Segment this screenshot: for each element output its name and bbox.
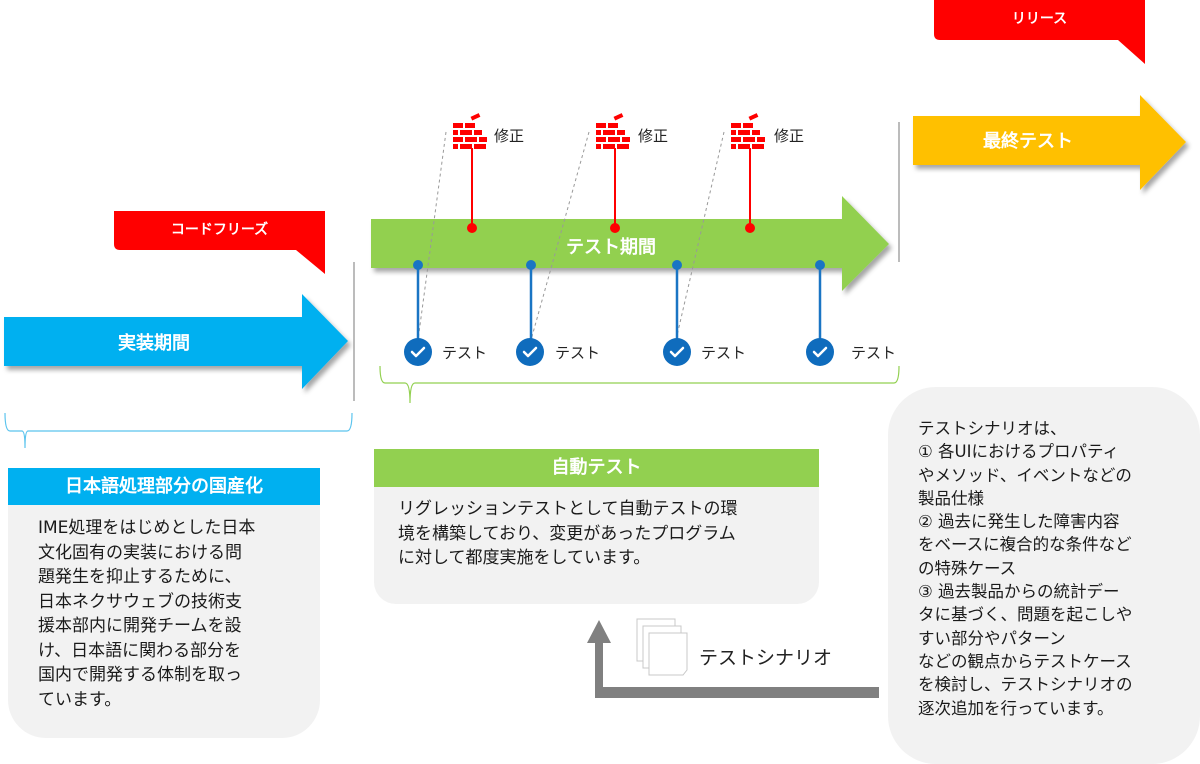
implementation-arrow — [4, 294, 348, 389]
test-label: テスト — [701, 344, 747, 362]
code-freeze-callout — [114, 211, 325, 274]
check-circle-icon — [806, 338, 834, 366]
implementation-brace — [4, 412, 353, 449]
fix-label: 修正 — [774, 127, 805, 145]
check-circle-icon — [663, 338, 691, 366]
test-period-arrow — [371, 196, 889, 291]
final-test-arrow — [913, 95, 1186, 190]
documents-icon — [636, 618, 688, 676]
check-circle-icon — [516, 338, 544, 366]
test-label: テスト — [851, 344, 897, 362]
auto-test-panel-body: リグレッションテストとして自動テストの環 境を構築しており、変更があったプログラ… — [398, 499, 738, 568]
brick-wall-icon — [453, 113, 487, 149]
implementation-label: 実装期間 — [118, 333, 190, 354]
localization-panel-body: IME処理をはじめとした日本 文化固有の実装における問 題発生を抑止するために、… — [38, 518, 256, 710]
fix-dot — [610, 223, 620, 233]
auto-test-panel: 自動テスト リグレッションテストとして自動テストの環 境を構築しており、変更があ… — [374, 449, 819, 604]
test-period-brace — [379, 365, 900, 404]
scenario-panel: テストシナリオは、 ① 各UIにおけるプロパティ やメソッド、イベントなどの 製… — [888, 387, 1200, 764]
brick-wall-icon — [731, 113, 765, 149]
localization-panel: 日本語処理部分の国産化 IME処理をはじめとした日本 文化固有の実装における問 … — [8, 468, 320, 738]
final-test-label: 最終テスト — [983, 131, 1073, 152]
fix-label: 修正 — [638, 127, 669, 145]
scenario-label: テストシナリオ — [699, 647, 833, 669]
fix-dot — [745, 223, 755, 233]
scenario-panel-body: テストシナリオは、 ① 各UIにおけるプロパティ やメソッド、イベントなどの 製… — [918, 419, 1133, 718]
fix-stems — [467, 148, 755, 233]
test-label: テスト — [555, 344, 601, 362]
test-dot — [526, 260, 536, 270]
feedback-arrow — [587, 620, 879, 698]
check-circle-icon — [404, 338, 432, 366]
test-dot — [815, 260, 825, 270]
test-stems — [413, 260, 825, 340]
dashed-connector — [417, 131, 447, 341]
test-period-label: テスト期間 — [566, 237, 656, 258]
localization-panel-title: 日本語処理部分の国産化 — [8, 468, 320, 505]
fix-label: 修正 — [494, 127, 525, 145]
brick-wall-icon — [596, 113, 630, 149]
auto-test-panel-title: 自動テスト — [374, 449, 819, 487]
dashed-connectors — [417, 131, 725, 341]
test-dot — [413, 260, 423, 270]
fix-dot — [467, 223, 477, 233]
code-freeze-label: コードフリーズ — [170, 222, 269, 238]
test-label: テスト — [442, 344, 488, 362]
release-label: リリース — [1011, 11, 1068, 27]
test-dot — [672, 260, 682, 270]
release-callout — [934, 0, 1145, 64]
